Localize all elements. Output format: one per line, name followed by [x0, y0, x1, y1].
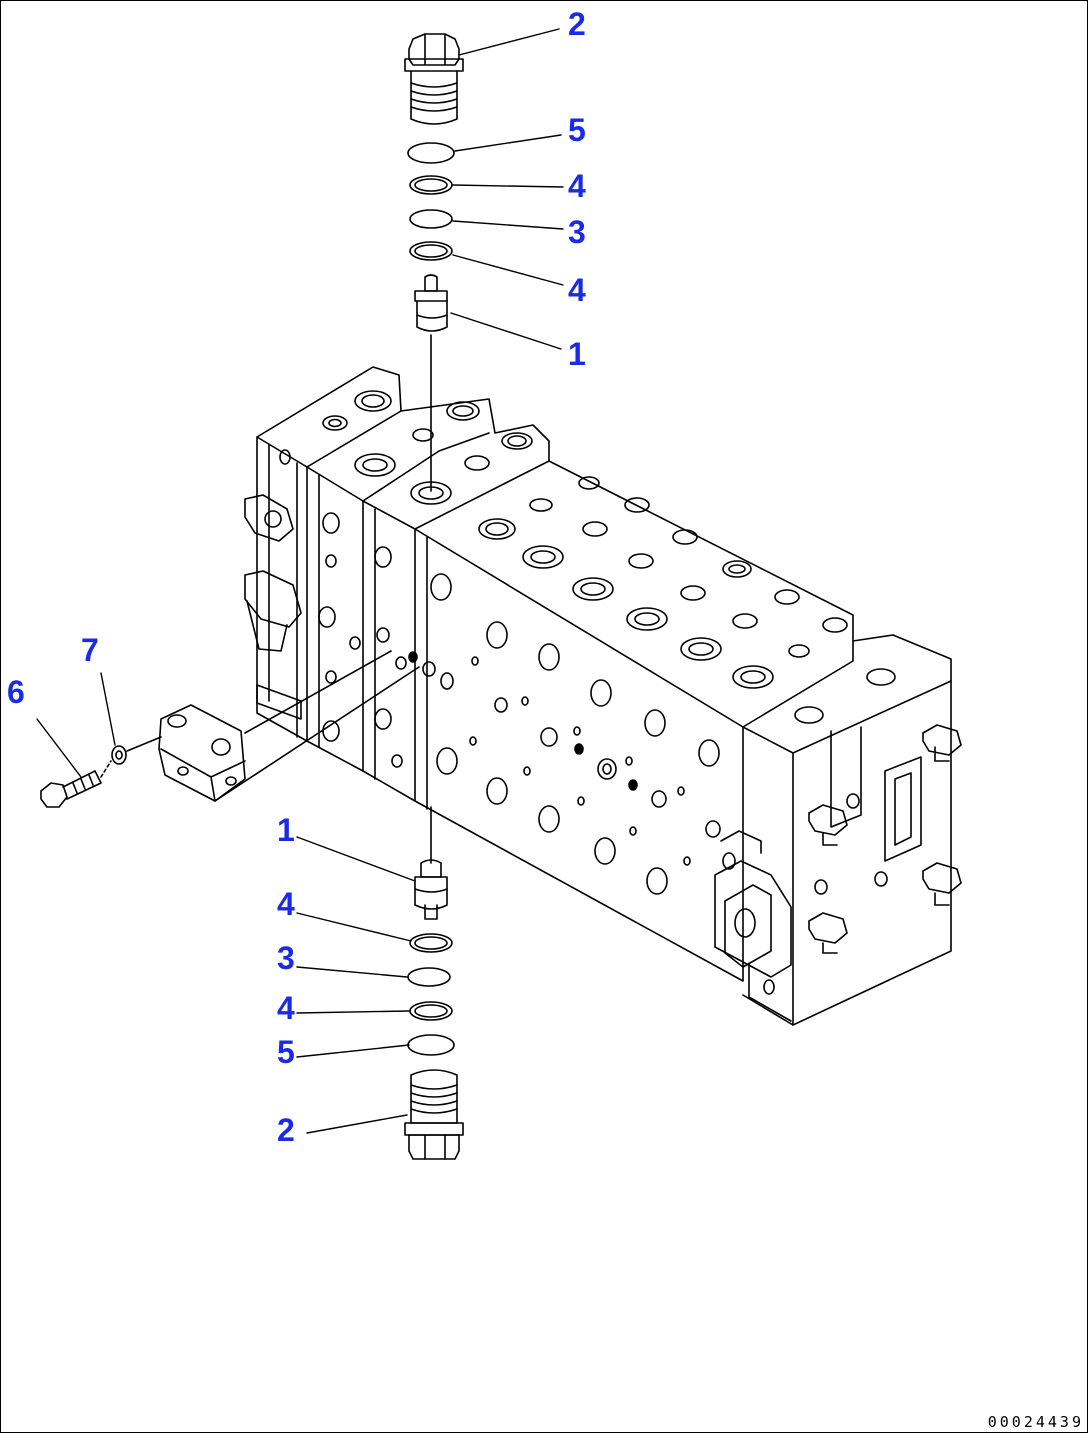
bottom-o-ring-5	[407, 1034, 455, 1056]
callout-6: 6	[7, 674, 25, 710]
callout-5-top: 5	[568, 112, 586, 148]
bolt-6	[40, 760, 112, 808]
callout-4-bottom-b: 4	[277, 990, 295, 1026]
leader-lines	[36, 28, 564, 1134]
callout-5-bottom: 5	[277, 1034, 295, 1070]
side-block	[158, 650, 420, 802]
bottom-backup-ring-4a	[409, 933, 453, 953]
callout-7: 7	[81, 632, 99, 668]
callouts: 2 5 4 3 4 1 7 6 1 4 3 4 5 2	[7, 6, 586, 1148]
top-o-ring-3	[409, 209, 453, 229]
top-backup-ring-4b	[409, 241, 453, 261]
callout-1-bottom: 1	[277, 812, 295, 848]
callout-2-top: 2	[568, 6, 586, 42]
top-plug	[404, 33, 464, 125]
callout-4-bottom-a: 4	[277, 886, 295, 922]
top-o-ring-5	[407, 142, 455, 164]
callout-3-top: 3	[568, 214, 586, 250]
washer-7	[111, 736, 162, 765]
callout-4-top-b: 4	[568, 272, 586, 308]
callout-3-bottom: 3	[277, 940, 295, 976]
top-valve-1	[414, 274, 448, 492]
callout-1-top: 1	[568, 336, 586, 372]
bottom-valve-1	[414, 806, 448, 920]
bottom-backup-ring-4b	[409, 1001, 453, 1021]
callout-2-bottom: 2	[277, 1112, 295, 1148]
control-valve-body	[244, 366, 962, 1026]
top-backup-ring-4a	[409, 175, 453, 195]
bottom-plug	[404, 1069, 464, 1160]
callout-4-top-a: 4	[568, 168, 586, 204]
document-number: 00024439	[987, 1413, 1084, 1431]
bottom-o-ring-3	[407, 967, 451, 987]
